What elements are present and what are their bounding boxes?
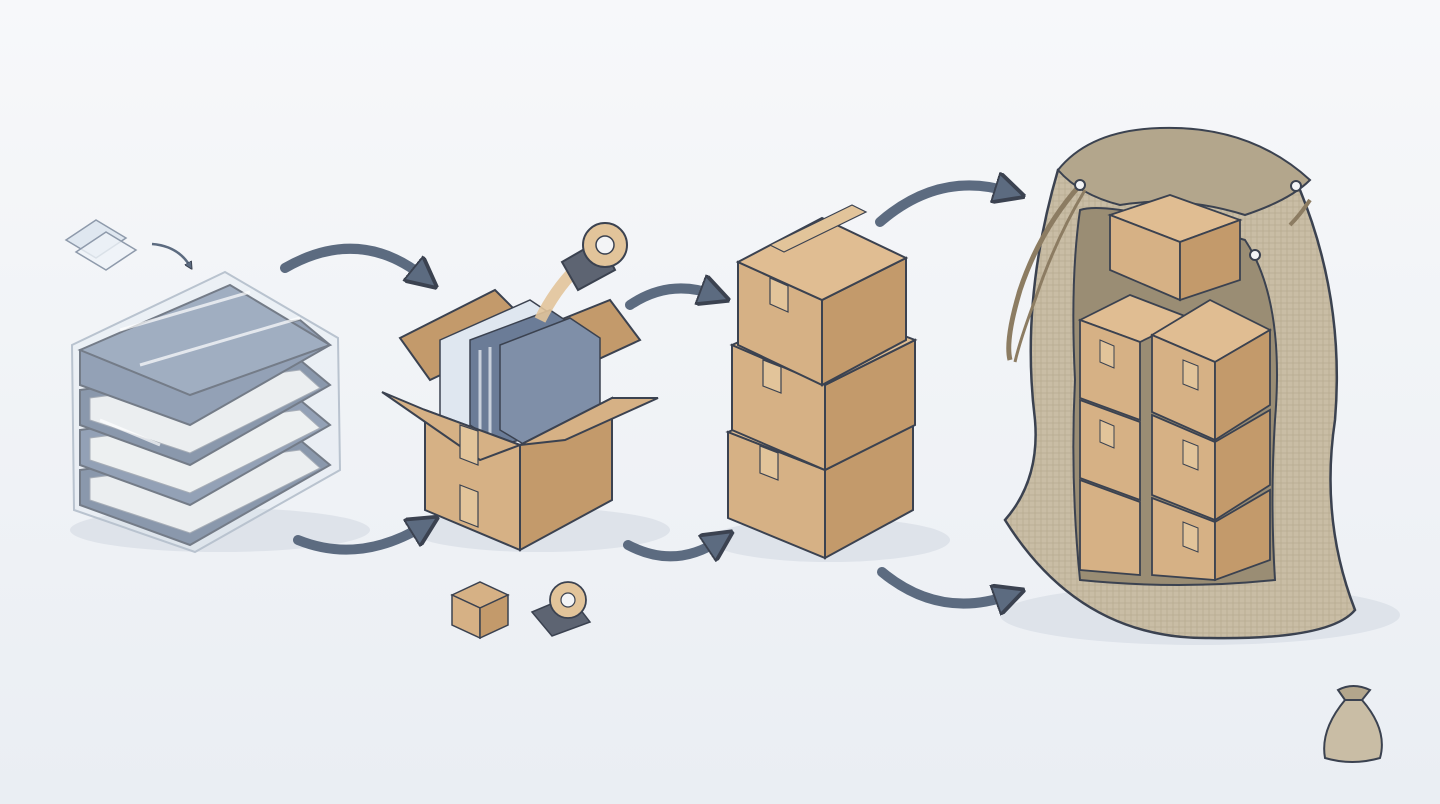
flow-arrows <box>280 185 1010 604</box>
plastic-sheet-icon <box>64 219 138 271</box>
arrow-5 <box>875 185 1010 227</box>
arrow-3 <box>625 288 715 310</box>
stacked-sealed-boxes-icon <box>710 204 950 562</box>
small-arrow <box>151 242 190 266</box>
tape-dispenser-small-icon <box>530 581 592 637</box>
open-cardboard-box-with-books-icon <box>381 265 670 552</box>
plastic-wrapped-books-icon <box>70 270 370 554</box>
tape-dispenser-icon <box>560 222 628 292</box>
small-sack-icon <box>1323 685 1383 763</box>
arrow-2 <box>293 525 425 555</box>
arrow-6 <box>877 567 1010 604</box>
arrow-1 <box>280 243 425 278</box>
small-box-icon <box>450 581 510 640</box>
arrow-4 <box>623 540 720 556</box>
burlap-drawstring-sack-with-boxes-icon <box>1000 126 1400 645</box>
